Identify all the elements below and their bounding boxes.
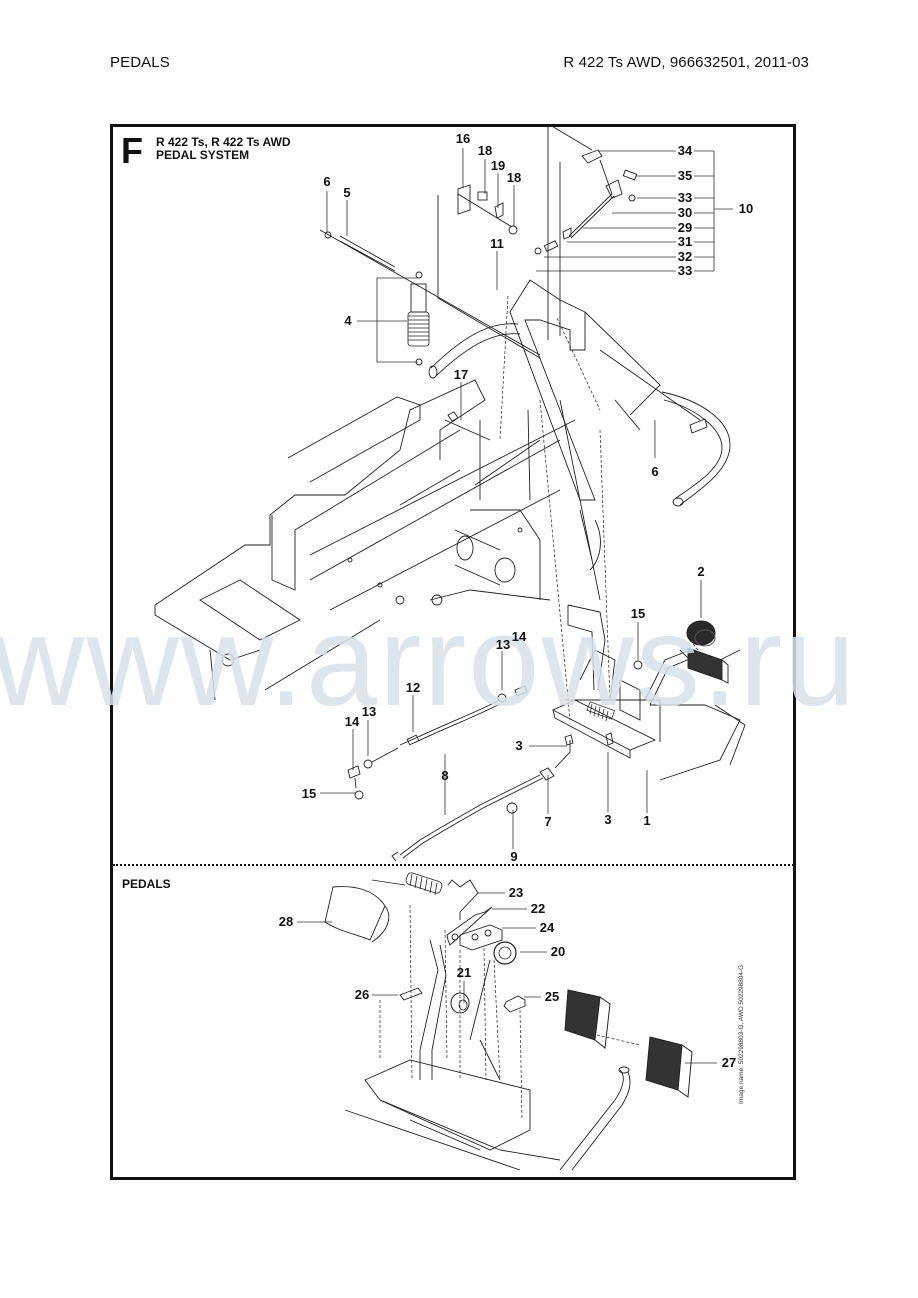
- part-label-27: 27: [721, 1055, 737, 1070]
- leader-lines: [297, 148, 733, 1064]
- part-label-22: 22: [530, 901, 546, 916]
- image-name-caption: Image name: 502298803-G, AWD 502298804-G: [738, 964, 745, 1104]
- part-label-28: 28: [278, 914, 294, 929]
- part-label-10: 10: [738, 201, 754, 216]
- pedal-arm-bracket: [509, 279, 701, 501]
- page-section-header: PEDALS: [110, 54, 170, 71]
- plate-22: [446, 906, 493, 946]
- pedal-rod-lower: [559, 1066, 631, 1171]
- section-letter: F: [121, 130, 143, 171]
- diagram-frame: [110, 124, 796, 1180]
- main-frame-chassis: [154, 379, 641, 701]
- part-label-32: 32: [677, 249, 693, 264]
- part-label-13: 13: [361, 704, 377, 719]
- part-label-14: 14: [511, 629, 527, 644]
- part-label-6: 6: [651, 464, 659, 479]
- part-label-13: 13: [495, 637, 511, 652]
- part-label-2: 2: [697, 564, 705, 579]
- spring-and-rod: [319, 229, 541, 366]
- part-label-6: 6: [323, 174, 331, 189]
- part-label-5: 5: [343, 185, 351, 200]
- alignment-dashes: [379, 295, 711, 1121]
- pedal-grip-28: [324, 886, 390, 943]
- part-label-7: 7: [544, 814, 552, 829]
- part-label-26: 26: [354, 987, 370, 1002]
- section-divider: [113, 864, 794, 866]
- brake-pedal-pad: [687, 647, 729, 684]
- pedal-arm-lower: [419, 939, 501, 1081]
- handle-tube-right: [661, 391, 731, 507]
- part-label-11: 11: [490, 236, 504, 251]
- part-label-29: 29: [677, 220, 693, 235]
- part-label-4: 4: [344, 313, 352, 328]
- part-label-14: 14: [344, 714, 360, 729]
- model-info-header: R 422 Ts AWD, 966632501, 2011-03: [563, 54, 809, 71]
- plate-26: [399, 987, 423, 1001]
- part-label-15: 15: [301, 786, 317, 801]
- base-plate-lower: [344, 1059, 561, 1171]
- part-label-8: 8: [441, 768, 449, 783]
- clip-23: [447, 879, 479, 920]
- section-title-system: PEDAL SYSTEM: [156, 148, 250, 162]
- part-label-1: 1: [643, 813, 651, 828]
- part-label-33: 33: [677, 263, 693, 278]
- pedal-plate-assembly: [551, 604, 746, 781]
- part-label-12: 12: [405, 680, 421, 695]
- section-title-models: R 422 Ts, R 422 Ts AWD: [156, 135, 291, 149]
- part-label-20: 20: [550, 944, 566, 959]
- cable-8: [391, 740, 571, 862]
- part-label-30: 30: [677, 205, 693, 220]
- part-label-18: 18: [506, 170, 522, 185]
- spacer-21: [450, 992, 470, 1014]
- pedal-pads-27: [564, 989, 693, 1098]
- part-label-15: 15: [630, 606, 646, 621]
- part-label-33: 33: [677, 190, 693, 205]
- part-label-16: 16: [455, 131, 471, 146]
- fasteners: [347, 660, 643, 800]
- round-pedal-cap: [686, 620, 716, 647]
- part-label-23: 23: [508, 885, 524, 900]
- clip-25: [503, 995, 526, 1013]
- part-label-3: 3: [515, 738, 523, 753]
- bushing-20: [493, 941, 517, 965]
- block-24: [459, 924, 503, 951]
- part-label-35: 35: [677, 168, 693, 183]
- plate-spring: [586, 701, 616, 722]
- part-label-21: 21: [456, 965, 472, 980]
- part-label-24: 24: [539, 920, 555, 935]
- part-label-19: 19: [490, 158, 506, 173]
- return-spring-23-coil: [371, 872, 443, 896]
- part-label-3: 3: [604, 812, 612, 827]
- part-label-25: 25: [544, 989, 560, 1004]
- part-label-31: 31: [677, 234, 693, 249]
- subsection-title-pedals: PEDALS: [122, 877, 171, 891]
- part-label-9: 9: [510, 849, 518, 864]
- part-label-18: 18: [477, 143, 493, 158]
- pedal-tube-left: [428, 323, 521, 379]
- bracket-assembly-top: [437, 124, 638, 359]
- part-label-17: 17: [453, 367, 469, 382]
- part-label-34: 34: [677, 143, 693, 158]
- spring-coils: [407, 311, 430, 347]
- cable-12: [371, 699, 501, 763]
